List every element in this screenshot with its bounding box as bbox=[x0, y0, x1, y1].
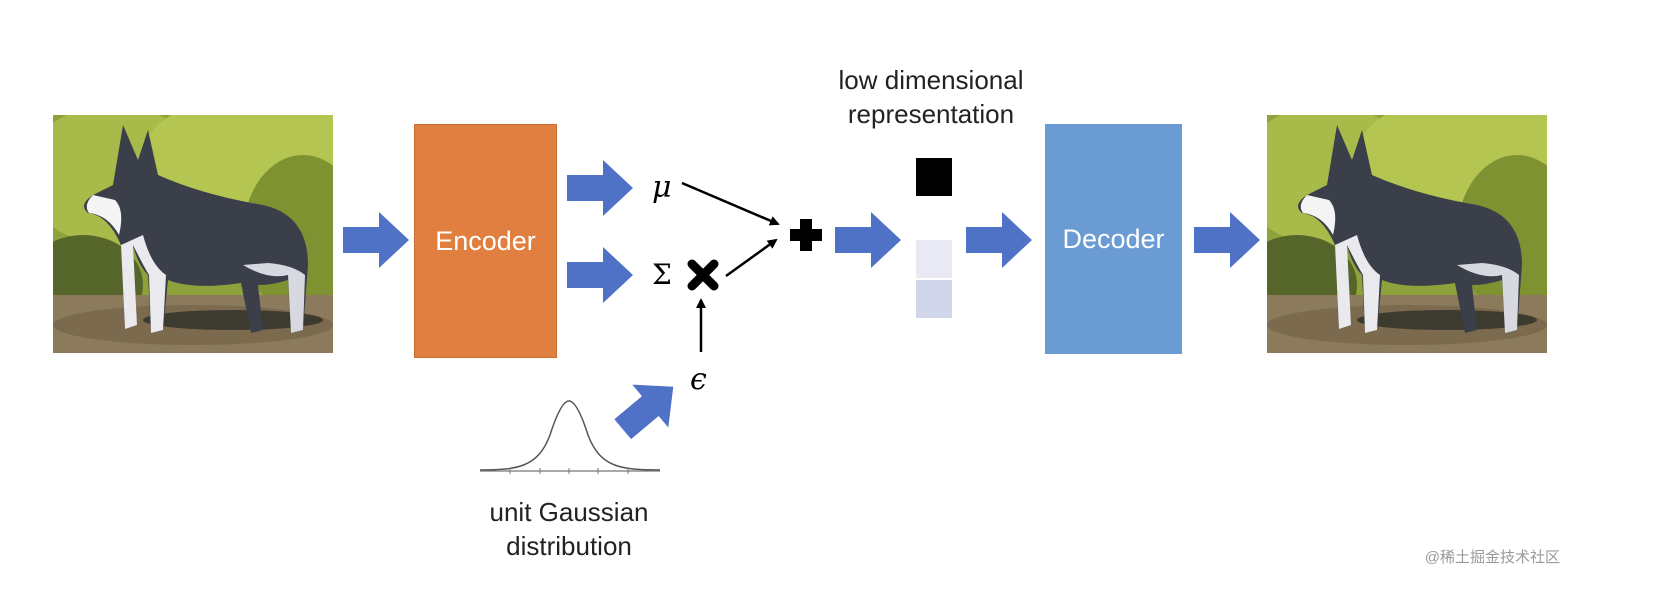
gaussian-caption-line2: distribution bbox=[506, 531, 632, 561]
latent-caption: low dimensional representation bbox=[800, 63, 1062, 131]
arrow-input-to-encoder bbox=[343, 212, 409, 268]
latent-vector bbox=[916, 158, 952, 320]
arrow-multiply-to-plus bbox=[725, 238, 778, 278]
mu-symbol: μ bbox=[652, 170, 672, 205]
gaussian-curve bbox=[479, 400, 661, 474]
latent-caption-line1: low dimensional bbox=[838, 65, 1024, 95]
epsilon-symbol: ϵ bbox=[690, 362, 707, 397]
gaussian-caption: unit Gaussian distribution bbox=[458, 495, 680, 563]
decoder-label: Decoder bbox=[1062, 223, 1165, 254]
gaussian-caption-line1: unit Gaussian bbox=[489, 497, 649, 527]
output-dog-image bbox=[1267, 115, 1547, 353]
latent-cell bbox=[916, 240, 952, 278]
arrow-decoder-to-output bbox=[1194, 212, 1260, 268]
decoder-block: Decoder bbox=[1045, 124, 1182, 354]
latent-caption-line2: representation bbox=[847, 99, 1015, 129]
arrow-plus-to-latent bbox=[835, 212, 901, 268]
arrow-latent-to-decoder bbox=[966, 212, 1032, 268]
latent-cell bbox=[916, 158, 952, 196]
arrow-gaussian-to-epsilon bbox=[614, 384, 674, 440]
encoder-block: Encoder bbox=[414, 124, 557, 358]
latent-cell bbox=[916, 280, 952, 318]
plus-icon bbox=[790, 219, 822, 251]
sigma-symbol: Σ bbox=[652, 258, 672, 291]
arrow-encoder-to-mu bbox=[567, 160, 633, 216]
encoder-label: Encoder bbox=[435, 225, 536, 256]
multiply-icon bbox=[687, 259, 719, 291]
input-dog-image bbox=[53, 115, 333, 353]
arrow-encoder-to-sigma bbox=[567, 247, 633, 303]
arrow-mu-to-plus bbox=[681, 181, 780, 226]
watermark: @稀土掘金技术社区 bbox=[1424, 549, 1560, 566]
